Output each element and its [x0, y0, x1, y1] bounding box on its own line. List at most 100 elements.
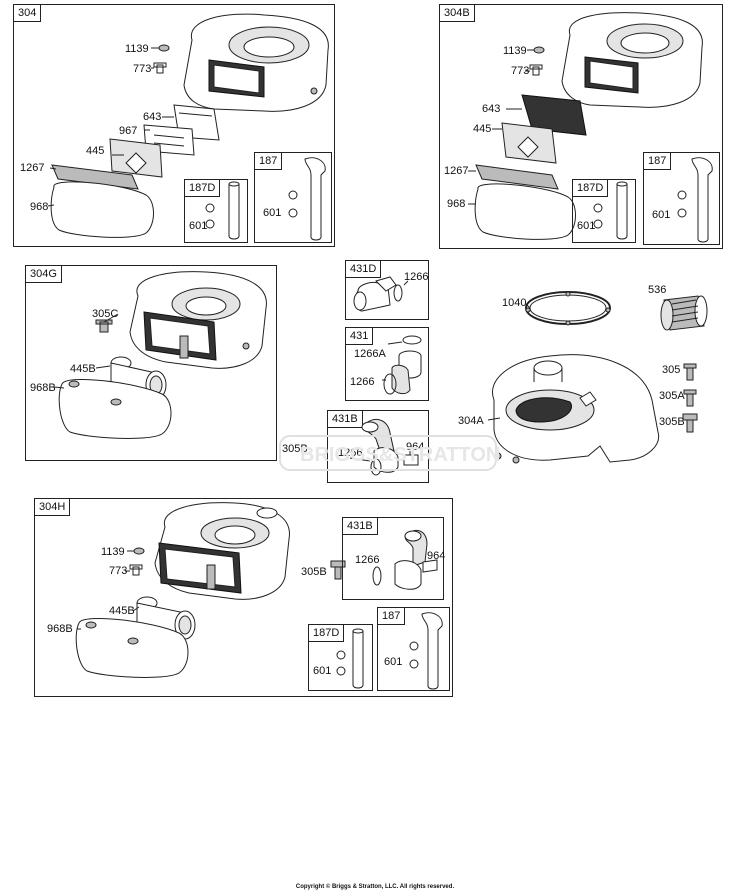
blower-housing [561, 12, 703, 108]
subbox-tag: 187 [255, 153, 283, 170]
subbox-tag: 431 [346, 328, 374, 345]
blower-housing-assembly-art [468, 12, 703, 240]
subbox-tag: 431B [328, 411, 363, 428]
elbow-tube-art [409, 612, 443, 690]
label-1266: 1266 [338, 447, 363, 459]
label-305: 305 [662, 364, 681, 376]
screw-773 [153, 62, 167, 74]
subbox-tag: 187 [644, 153, 672, 170]
label-967: 967 [119, 125, 138, 137]
label-601: 601 [652, 209, 671, 221]
label-964: 964 [427, 550, 446, 562]
copyright-notice: Copyright © Briggs & Stratton, LLC. All … [295, 884, 455, 890]
label-1040: 1040 [502, 297, 527, 309]
label-964: 964 [406, 441, 425, 453]
screw-305b-art [330, 560, 346, 580]
intake-adapter-art [382, 335, 422, 395]
washer-1139 [533, 46, 545, 54]
subbox-431b: 431B 1266 964 [342, 517, 446, 600]
section-tag: 304 [14, 5, 42, 22]
subbox-187: 187 601 [254, 152, 332, 243]
label-536: 536 [648, 284, 667, 296]
blower-housing-assembly-art [53, 271, 267, 439]
label-305b: 305B [301, 566, 327, 578]
band-1040 [525, 291, 611, 326]
subbox-187: 187 601 [377, 607, 450, 691]
label-601: 601 [263, 207, 282, 219]
section-304a: 1040 536 305 305A 305B 304A [440, 270, 740, 490]
section-tag: 304H [35, 499, 71, 516]
blower-housing-assembly-art [75, 502, 290, 678]
screw-773 [129, 564, 143, 576]
intake-elbow-art [372, 529, 438, 590]
filter-536 [660, 295, 708, 331]
section-304: 304 1139 773 643 967 445 1267 968 [13, 4, 335, 247]
label-1139: 1139 [503, 45, 527, 57]
subbox-tag: 431B [343, 518, 378, 535]
subbox-187d: 187D 601 [572, 179, 636, 243]
section-tag: 304G [26, 266, 62, 283]
blower-housing [183, 13, 329, 112]
tube-clamp-art [205, 181, 240, 240]
label-305b: 305B [282, 443, 308, 455]
section-304b: 304B 1139 773 643 445 1267 968 187D 601 … [439, 4, 723, 249]
blower-housing-assembly-art [47, 13, 329, 238]
cover-968 [474, 183, 576, 240]
label-968b: 968B [47, 623, 73, 635]
label-773: 773 [133, 63, 152, 75]
label-1266: 1266 [350, 376, 375, 388]
label-643: 643 [143, 111, 162, 123]
section-tag: 304B [440, 5, 475, 22]
subbox-187: 187 601 [643, 152, 720, 245]
label-601: 601 [313, 665, 332, 677]
cover-968b [58, 379, 172, 439]
cover-968b [75, 618, 189, 678]
label-1266a: 1266A [354, 348, 386, 360]
elbow-tube-art [288, 157, 326, 241]
label-1139: 1139 [101, 546, 125, 558]
screw-305b [682, 413, 698, 433]
tube-clamp-art [336, 628, 364, 689]
elbow-tube-art [677, 157, 713, 243]
tube-clamp-art [593, 181, 628, 240]
subbox-431b: 431B 305B 1266 964 [282, 410, 429, 483]
label-305a: 305A [659, 390, 685, 402]
screw-773 [529, 64, 543, 76]
label-445b: 445B [70, 363, 96, 375]
blower-housing-304a [492, 354, 660, 464]
label-304a: 304A [458, 415, 484, 427]
blower-housing-assembly-art [487, 291, 708, 464]
label-1267: 1267 [20, 162, 45, 174]
subbox-tag: 187D [185, 180, 221, 197]
washer-1139 [158, 44, 170, 52]
section-304h: 304H 1139 773 305B 445B 968B 431B [34, 498, 453, 697]
intake-elbow-art [353, 276, 409, 312]
label-445b: 445B [109, 605, 135, 617]
subbox-187d: 187D 601 [184, 179, 248, 243]
label-601: 601 [384, 656, 403, 668]
section-304g: 304G 305C 445B 968B [25, 265, 277, 461]
blower-housing [154, 502, 290, 600]
subbox-tag: 187D [309, 625, 345, 642]
precleaner-1267 [475, 164, 559, 190]
label-601: 601 [577, 220, 596, 232]
label-1266: 1266 [404, 271, 429, 283]
label-305b: 305B [659, 416, 685, 428]
subbox-431: 431 1266A 1266 [345, 327, 429, 401]
label-445: 445 [473, 123, 492, 135]
subbox-tag: 187 [378, 608, 406, 625]
label-1267: 1267 [444, 165, 469, 177]
label-773: 773 [109, 565, 128, 577]
label-643: 643 [482, 103, 501, 115]
screw-305a [683, 389, 697, 407]
label-773: 773 [511, 65, 530, 77]
subbox-431d: 431D 1266 [345, 260, 429, 320]
label-968b: 968B [30, 382, 56, 394]
label-601: 601 [189, 220, 208, 232]
label-968: 968 [447, 198, 466, 210]
label-305c: 305C [92, 308, 119, 320]
bracket-643 [521, 94, 587, 136]
blower-housing [129, 271, 267, 369]
screw-305 [683, 363, 697, 381]
label-1266: 1266 [355, 554, 380, 566]
